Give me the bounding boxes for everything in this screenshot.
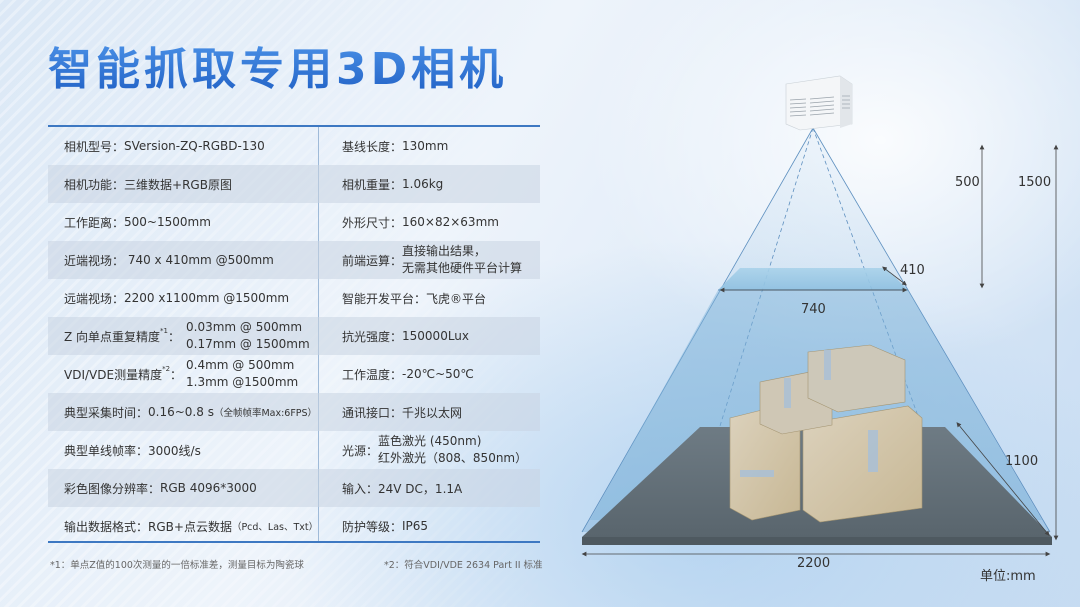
spec-value: SVersion-ZQ-RGBD-130 bbox=[124, 139, 265, 153]
spec-label: 工作距离： bbox=[64, 215, 125, 230]
spec-label: 光源： bbox=[342, 443, 379, 458]
spec-value: 24V DC，1.1A bbox=[378, 481, 463, 496]
spec-label: 典型单线帧率： bbox=[64, 443, 149, 458]
spec-value: 2200 x1100mm @1500mm bbox=[124, 291, 290, 305]
spec-label-text: Z 向单点重复精度 bbox=[64, 329, 161, 344]
spec-label: 智能开发平台： bbox=[342, 291, 427, 306]
page-title: 智能抓取专用3D相机 bbox=[48, 42, 507, 98]
spec-label: 输出数据格式： bbox=[64, 519, 149, 534]
footnote-2: *2：符合VDI/VDE 2634 Part II 标准 bbox=[384, 560, 543, 571]
spec-label: 防护等级： bbox=[342, 519, 403, 534]
spec-row: VDI/VDE测量精度*2： 0.4mm @ 500mm 1.3mm @1500… bbox=[48, 355, 540, 393]
spec-label: VDI/VDE测量精度*2： bbox=[64, 364, 186, 383]
footnote-1: *1：单点Z值的100次测量的一倍标准差，测量目标为陶瓷球 bbox=[50, 560, 304, 571]
spec-label-text: VDI/VDE测量精度 bbox=[64, 367, 163, 382]
spec-value: 130mm bbox=[402, 139, 449, 153]
spec-value: 160×82×63mm bbox=[402, 215, 499, 229]
spec-label: 典型采集时间： bbox=[64, 405, 149, 420]
spec-row: 近端视场： 740 x 410mm @500mm 前端运算： 直接输出结果， 无… bbox=[48, 241, 540, 279]
spec-label: 抗光强度： bbox=[342, 329, 403, 344]
spec-value: 500~1500mm bbox=[124, 215, 211, 229]
spec-value-line: 0.03mm @ 500mm bbox=[186, 320, 303, 334]
spec-label: 相机功能： bbox=[64, 177, 125, 192]
spec-label-colon: ： bbox=[168, 329, 181, 344]
spec-value: 直接输出结果， 无需其他硬件平台计算 bbox=[402, 243, 522, 277]
spec-value: 0.4mm @ 500mm 1.3mm @1500mm bbox=[186, 357, 298, 391]
spec-value: 飞虎®平台 bbox=[426, 291, 487, 306]
cardboard-boxes bbox=[729, 344, 923, 523]
spec-value-line: 红外激光（808、850nm） bbox=[378, 451, 528, 465]
spec-row: 典型采集时间：0.16~0.8 s（全帧帧率Max:6FPS） 通讯接口：千兆以… bbox=[48, 393, 540, 431]
spec-value: 千兆以太网 bbox=[402, 405, 463, 420]
unit-label: 单位:mm bbox=[980, 569, 1036, 584]
camera-device bbox=[785, 75, 853, 131]
spec-row: 相机功能：三维数据+RGB原图 相机重量：1.06kg bbox=[48, 165, 540, 203]
spec-value-line: 1.3mm @1500mm bbox=[186, 375, 299, 389]
spec-value: 三维数据+RGB原图 bbox=[124, 177, 232, 192]
far-width-label: 2200 bbox=[797, 556, 831, 571]
spec-value: 1.06kg bbox=[402, 177, 444, 191]
far-depth-label: 1100 bbox=[1005, 454, 1039, 469]
spec-row: 工作距离：500~1500mm 外形尺寸：160×82×63mm bbox=[48, 203, 540, 241]
spec-value-line: 0.4mm @ 500mm bbox=[186, 358, 295, 372]
spec-row: 远端视场：2200 x1100mm @1500mm 智能开发平台：飞虎®平台 bbox=[48, 279, 540, 317]
spec-value: 0.03mm @ 500mm 0.17mm @ 1500mm bbox=[186, 319, 310, 353]
spec-label: 相机重量： bbox=[342, 177, 403, 192]
near-distance-label: 500 bbox=[955, 175, 980, 190]
spec-table: 相机型号：SVersion-ZQ-RGBD-130 基线长度：130mm 相机功… bbox=[48, 125, 540, 543]
spec-value: 740 x 410mm @500mm bbox=[124, 253, 274, 267]
spec-value-line: 蓝色激光 (450nm) bbox=[378, 434, 482, 448]
far-distance-label: 1500 bbox=[1018, 175, 1052, 190]
spec-label-colon: ： bbox=[170, 367, 183, 382]
spec-label: 近端视场： bbox=[64, 253, 125, 268]
footnote-marker: *1 bbox=[160, 326, 169, 335]
spec-value-line: 无需其他硬件平台计算 bbox=[402, 261, 523, 275]
spec-value-line: 直接输出结果， bbox=[402, 244, 487, 258]
spec-value: IP65 bbox=[402, 519, 429, 533]
spec-value: 0.16~0.8 s bbox=[148, 405, 214, 419]
spec-label: 通讯接口： bbox=[342, 405, 403, 420]
spec-label: 相机型号： bbox=[64, 139, 125, 154]
spec-label: 工作温度： bbox=[342, 367, 403, 382]
spec-value: 150000Lux bbox=[402, 329, 470, 343]
spec-value: 3000线/s bbox=[148, 443, 201, 458]
spec-row: 输出数据格式：RGB+点云数据（Pcd、Las、Txt） 防护等级：IP65 bbox=[48, 507, 540, 545]
spec-note: （全帧帧率Max:6FPS） bbox=[213, 408, 318, 419]
near-depth-label: 410 bbox=[900, 263, 925, 278]
spec-row: 相机型号：SVersion-ZQ-RGBD-130 基线长度：130mm bbox=[48, 127, 540, 165]
near-width-label: 740 bbox=[801, 302, 826, 317]
spec-label: 输入： bbox=[342, 481, 379, 496]
spec-value: 蓝色激光 (450nm) 红外激光（808、850nm） bbox=[378, 433, 527, 467]
spec-label: Z 向单点重复精度*1： bbox=[64, 326, 186, 345]
spec-row: Z 向单点重复精度*1： 0.03mm @ 500mm 0.17mm @ 150… bbox=[48, 317, 540, 355]
spec-label: 外形尺寸： bbox=[342, 215, 403, 230]
spec-value: RGB+点云数据 bbox=[148, 519, 232, 534]
spec-value: -20℃~50℃ bbox=[402, 367, 474, 381]
footnote-marker: *2 bbox=[162, 364, 171, 373]
field-of-view-diagram bbox=[581, 75, 1059, 557]
spec-label: 前端运算： bbox=[342, 253, 403, 268]
spec-row: 典型单线帧率：3000线/s 光源： 蓝色激光 (450nm) 红外激光（808… bbox=[48, 431, 540, 469]
spec-label: 基线长度： bbox=[342, 139, 403, 154]
spec-row: 彩色图像分辨率：RGB 4096*3000 输入：24V DC，1.1A bbox=[48, 469, 540, 507]
spec-label: 彩色图像分辨率： bbox=[64, 481, 161, 496]
spec-label: 远端视场： bbox=[64, 291, 125, 306]
spec-value-line: 0.17mm @ 1500mm bbox=[186, 337, 310, 351]
dimension-lines bbox=[581, 144, 1059, 557]
spec-value: RGB 4096*3000 bbox=[160, 481, 257, 495]
spec-note: （Pcd、Las、Txt） bbox=[231, 522, 319, 533]
